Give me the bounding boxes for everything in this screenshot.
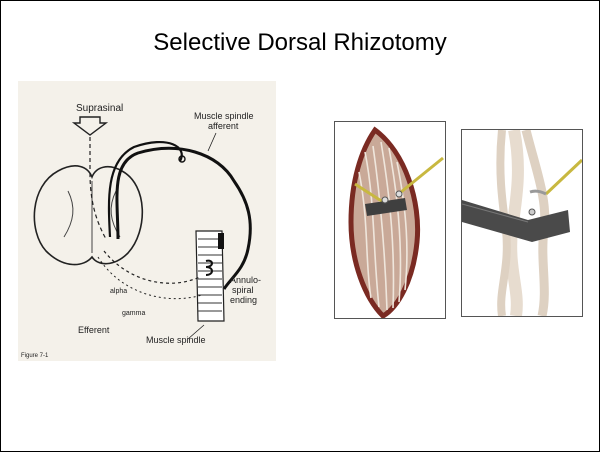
descending-arrow-icon [74, 117, 106, 135]
label-muscle-spindle: Muscle spindle [146, 335, 206, 345]
alpha-efferent-fiber [104, 251, 200, 283]
reflex-arc-svg: Suprasinal Muscle spindle afferent Annul… [18, 81, 276, 361]
label-alpha: alpha [110, 288, 127, 295]
muscle-spindle-block [196, 231, 224, 321]
reflex-arc-diagram: Suprasinal Muscle spindle afferent Annul… [18, 81, 276, 361]
afferent-fiber [117, 148, 250, 289]
figure-number: Figure 7-1 [21, 353, 49, 359]
label-gamma: gamma [122, 310, 145, 317]
rootlet-exposure-svg [335, 122, 445, 318]
label-efferent: Efferent [78, 325, 110, 335]
rootlet-exposure-illustration [334, 121, 446, 319]
label-annulo-2: spiral [232, 285, 254, 295]
label-suprasinal: Suprasinal [76, 103, 123, 114]
spinal-cord-outline [34, 166, 142, 265]
dorsal-root [109, 142, 182, 237]
leader-line [208, 133, 216, 151]
rivet-icon [529, 209, 535, 215]
rootlet-closeup-illustration [461, 129, 583, 317]
rootlet-closeup-svg [462, 130, 582, 316]
hook-icon-2 [396, 191, 402, 197]
label-muscle-spindle-afferent-2: afferent [208, 121, 239, 131]
hook-icon [382, 197, 388, 203]
probe-icon [546, 160, 582, 194]
slide-title: Selective Dorsal Rhizotomy [1, 29, 599, 57]
label-annulo-3: ending [230, 295, 257, 305]
label-annulo-1: Annulo- [230, 275, 261, 285]
label-muscle-spindle-afferent-1: Muscle spindle [194, 111, 254, 121]
gray-matter-lines [64, 181, 120, 253]
